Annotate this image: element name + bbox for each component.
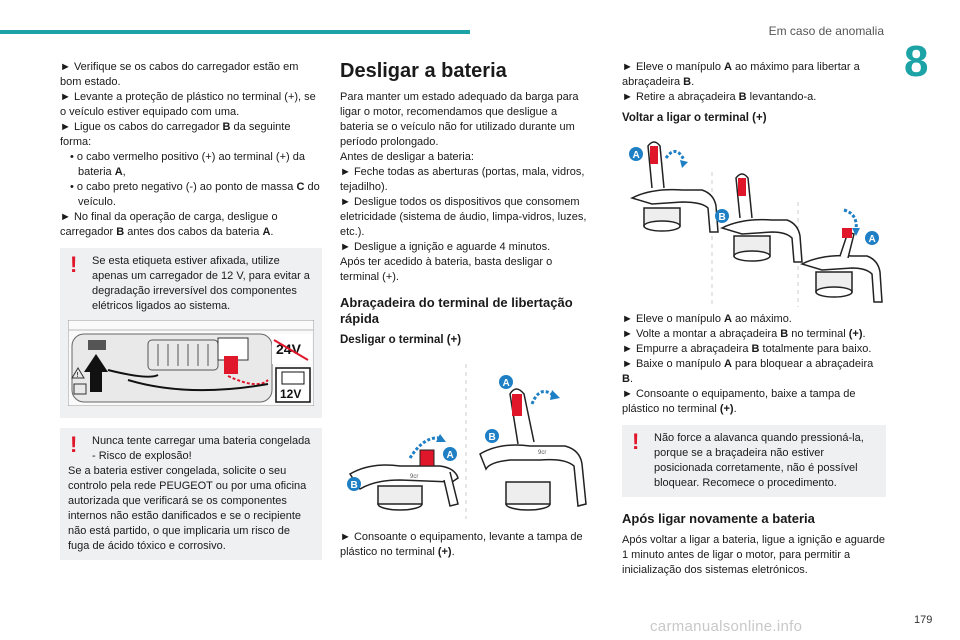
paragraph: ► Volte a montar a abraçadeira B no term… bbox=[622, 328, 866, 340]
battery-label-illustration: ! 24V 12V bbox=[67, 319, 315, 407]
section-heading: Desligar a bateria bbox=[340, 60, 507, 82]
svg-text:B: B bbox=[719, 212, 726, 223]
paragraph: ► Eleve o manípulo A ao máximo. bbox=[622, 313, 792, 325]
warning-box: ! Nunca tente carregar uma bateria conge… bbox=[60, 428, 322, 560]
warning-box: ! Se esta etiqueta estiver afixada, util… bbox=[60, 248, 322, 418]
svg-text:B: B bbox=[351, 480, 358, 491]
paragraph: ► Feche todas as aberturas (portas, mala… bbox=[340, 166, 585, 193]
paragraph: ► Desligue todos os dispositivos que con… bbox=[340, 196, 587, 238]
header-accent-bar bbox=[0, 30, 470, 34]
column-2: Desligar a bateria Para manter um estado… bbox=[340, 60, 592, 560]
svg-text:B: B bbox=[489, 432, 496, 443]
paragraph: ► Consoante o equipamento, baixe a tampa… bbox=[622, 388, 856, 415]
paragraph: ► Desligue a ignição e aguarde 4 minutos… bbox=[340, 241, 551, 253]
subsection-heading: Abraçadeira do terminal de libertação rá… bbox=[340, 295, 573, 326]
svg-text:A: A bbox=[869, 234, 876, 245]
paragraph: ► Consoante o equipamento, levante a tam… bbox=[340, 531, 583, 558]
warning-text: Nunca tente carregar uma bateria congela… bbox=[92, 435, 311, 462]
terminal-clamp-illustration: A B 9cr A B 9cr bbox=[347, 364, 587, 519]
chapter-number: 8 bbox=[904, 37, 929, 86]
warning-text: Se a bateria estiver congelada, solicite… bbox=[68, 465, 307, 552]
paragraph: ► No final da operação de carga, desligu… bbox=[60, 211, 278, 238]
warning-icon: ! bbox=[70, 432, 78, 457]
warning-text: Se esta etiqueta estiver afixada, utiliz… bbox=[92, 255, 310, 312]
disconnect-terminal-figure: A B 9cr A B 9cr bbox=[340, 354, 592, 524]
warning-text: Não force a alavanca quando pressioná-la… bbox=[654, 432, 864, 489]
warning-box: ! Não force a alavanca quando pressioná-… bbox=[622, 425, 886, 497]
paragraph: ► Levante a proteção de plástico no term… bbox=[60, 91, 316, 118]
label-12v: 12V bbox=[280, 387, 301, 401]
paragraph: Para manter um estado adequado da barga … bbox=[340, 91, 579, 148]
svg-text:A: A bbox=[503, 378, 510, 389]
paragraph: ► Retire a abraçadeira B levantando-a. bbox=[622, 91, 817, 103]
subheading: Desligar o terminal (+) bbox=[340, 334, 462, 346]
svg-text:!: ! bbox=[76, 371, 79, 379]
paragraph: ► Baixe o manípulo A para bloquear a abr… bbox=[622, 358, 874, 385]
paragraph: ► Empurre a abraçadeira B totalmente par… bbox=[622, 343, 872, 355]
column-3: ► Eleve o manípulo A ao máximo para libe… bbox=[622, 60, 886, 578]
paragraph: ► Verifique se os cabos do carregador es… bbox=[60, 61, 299, 88]
warning-icon: ! bbox=[70, 252, 78, 277]
warning-icon: ! bbox=[632, 429, 640, 454]
paragraph: Após ter acedido à bateria, basta deslig… bbox=[340, 256, 553, 283]
reconnect-terminal-figure: A B A bbox=[622, 132, 886, 312]
svg-text:9cr: 9cr bbox=[410, 474, 418, 480]
terminal-reconnect-illustration: A B A bbox=[629, 141, 883, 307]
watermark: carmanualsonline.info bbox=[650, 618, 803, 635]
subsection-heading: Após ligar novamente a bateria bbox=[622, 511, 815, 526]
svg-text:A: A bbox=[633, 150, 640, 161]
svg-text:9cr: 9cr bbox=[538, 450, 546, 456]
charger-label-figure: ! 24V 12V bbox=[67, 319, 315, 407]
paragraph: Antes de desligar a bateria: bbox=[340, 151, 474, 163]
page-number: 179 bbox=[914, 614, 933, 626]
svg-text:A: A bbox=[447, 450, 454, 461]
column-1: ► Verifique se os cabos do carregador es… bbox=[60, 60, 322, 560]
section-title: Em caso de anomalia bbox=[768, 24, 884, 38]
bullet-item: • o cabo vermelho positivo (+) ao termin… bbox=[70, 151, 305, 178]
paragraph: ► Eleve o manípulo A ao máximo para libe… bbox=[622, 61, 860, 88]
bullet-item: • o cabo preto negativo (-) ao ponto de … bbox=[70, 181, 320, 208]
paragraph: ► Ligue os cabos do carregador B da segu… bbox=[60, 121, 291, 148]
subheading: Voltar a ligar o terminal (+) bbox=[622, 112, 767, 124]
paragraph: Após voltar a ligar a bateria, ligue a i… bbox=[622, 534, 885, 576]
